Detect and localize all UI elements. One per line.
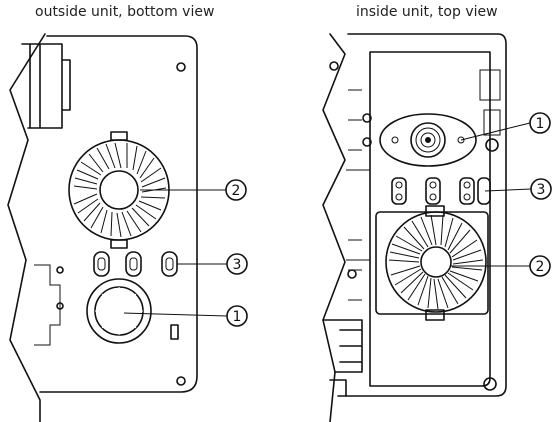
inside-unit-inner-frame: [369, 51, 491, 387]
callout-left-speaker: 1: [226, 305, 248, 327]
callout-left-fan: 2: [225, 179, 247, 201]
outside-unit-side-rib: [34, 264, 61, 346]
callout-right-speaker: 1: [529, 112, 551, 134]
fan-cover-slots: [388, 214, 484, 310]
inside-fan-cover: [375, 205, 489, 321]
outside-unit-bottom-view: 2 3 1: [7, 33, 248, 422]
callout-leader: [460, 122, 531, 141]
screw-icon: [362, 113, 372, 123]
svg-text:1: 1: [233, 309, 242, 325]
caption-inside-unit: inside unit, top view: [356, 4, 498, 20]
svg-text:3: 3: [233, 257, 242, 273]
inside-unit-top-view: 1 3 2: [322, 33, 552, 422]
svg-text:1: 1: [536, 116, 545, 132]
screw-icon: [176, 376, 186, 386]
outside-unit-housing: [7, 33, 198, 422]
screw-icon: [176, 62, 186, 72]
inside-buttons: [391, 177, 491, 205]
screw-icon: [485, 138, 499, 152]
inside-unit-housing: [322, 33, 507, 422]
callout-right-fan: 2: [529, 255, 551, 277]
callout-leader: [123, 312, 228, 317]
svg-text:3: 3: [537, 182, 546, 198]
screw-icon: [56, 302, 64, 310]
callout-right-buttons: 3: [530, 178, 552, 200]
inside-unit-latch: [322, 319, 363, 397]
callout-left-buttons: 3: [226, 253, 248, 275]
fan-vent-slots: [73, 142, 167, 238]
screw-icon: [483, 377, 497, 391]
screw-icon: [329, 61, 339, 71]
caption-outside-unit: outside unit, bottom view: [35, 4, 215, 20]
inside-speaker-mount: [379, 113, 477, 167]
outside-fan-vent: [68, 131, 170, 249]
outside-buttons: [93, 251, 178, 277]
svg-text:2: 2: [536, 259, 545, 275]
inside-unit-clip: [479, 69, 501, 136]
svg-text:2: 2: [232, 183, 241, 199]
outside-speaker: [86, 278, 152, 344]
callout-leader: [484, 188, 532, 192]
inside-unit-rail: [346, 89, 371, 301]
outside-unit-side-mount: [21, 43, 71, 129]
screw-icon: [362, 137, 372, 147]
outside-connector: [170, 324, 179, 340]
screw-icon: [56, 266, 64, 274]
screw-icon: [347, 269, 357, 279]
